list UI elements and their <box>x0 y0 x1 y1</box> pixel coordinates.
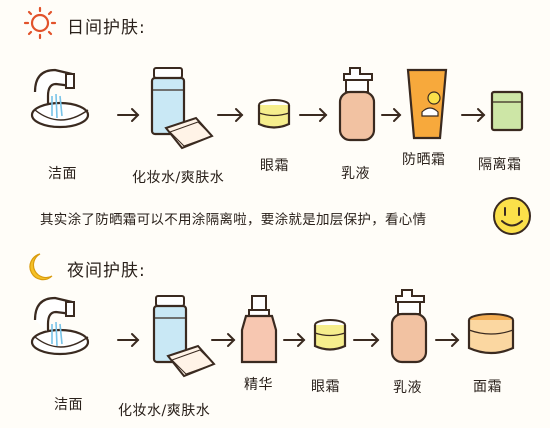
lotion-bottle-icon <box>390 289 428 364</box>
day-step-lotion: 乳液 <box>341 166 370 182</box>
eye-cream-jar-icon <box>313 319 347 351</box>
cotton-pad-icon <box>164 116 214 150</box>
day-step-sunscreen: 防晒霜 <box>402 152 446 168</box>
lotion-bottle-icon <box>338 67 376 142</box>
serum-bottle-icon <box>240 295 278 364</box>
night-step-face-cream: 面霜 <box>473 379 502 395</box>
moon-icon <box>29 253 53 281</box>
face-cream-jar-icon <box>467 313 515 355</box>
day-step-primer: 隔离霜 <box>478 157 522 173</box>
night-section-title: 夜间护肤: <box>67 261 146 281</box>
night-step-lotion: 乳液 <box>393 380 422 396</box>
sunscreen-tube-icon <box>406 68 448 140</box>
arrow-icon <box>117 108 140 122</box>
arrow-icon <box>117 333 140 347</box>
night-step-serum: 精华 <box>244 377 273 393</box>
sun-icon <box>23 6 57 40</box>
night-step-eye-cream: 眼霜 <box>311 379 340 395</box>
arrow-icon <box>435 333 460 347</box>
arrow-icon <box>211 333 236 347</box>
day-step-eye-cream: 眼霜 <box>260 158 289 174</box>
night-step-cleanse: 洁面 <box>54 397 83 413</box>
day-section-title: 日间护肤: <box>67 18 146 38</box>
toner-bottle-icon <box>152 295 188 364</box>
cotton-pad-icon <box>166 344 216 378</box>
day-step-toner: 化妆水/爽肤水 <box>132 170 225 186</box>
arrow-icon <box>381 108 402 122</box>
eye-cream-jar-icon <box>257 99 291 129</box>
arrow-icon <box>461 108 486 122</box>
primer-jar-icon <box>490 90 524 132</box>
arrow-icon <box>299 108 328 122</box>
arrow-icon <box>217 108 244 122</box>
tip-note: 其实涂了防晒霜可以不用涂隔离啦，要涂就是加层保护，看心情 <box>40 212 427 228</box>
night-step-toner: 化妆水/爽肤水 <box>118 403 211 419</box>
faucet-icon <box>30 296 90 356</box>
smiley-icon <box>493 197 531 235</box>
arrow-icon <box>283 333 306 347</box>
arrow-icon <box>353 333 380 347</box>
toner-bottle-icon <box>150 67 186 136</box>
day-step-cleanse: 洁面 <box>48 166 77 182</box>
faucet-icon <box>30 68 90 129</box>
